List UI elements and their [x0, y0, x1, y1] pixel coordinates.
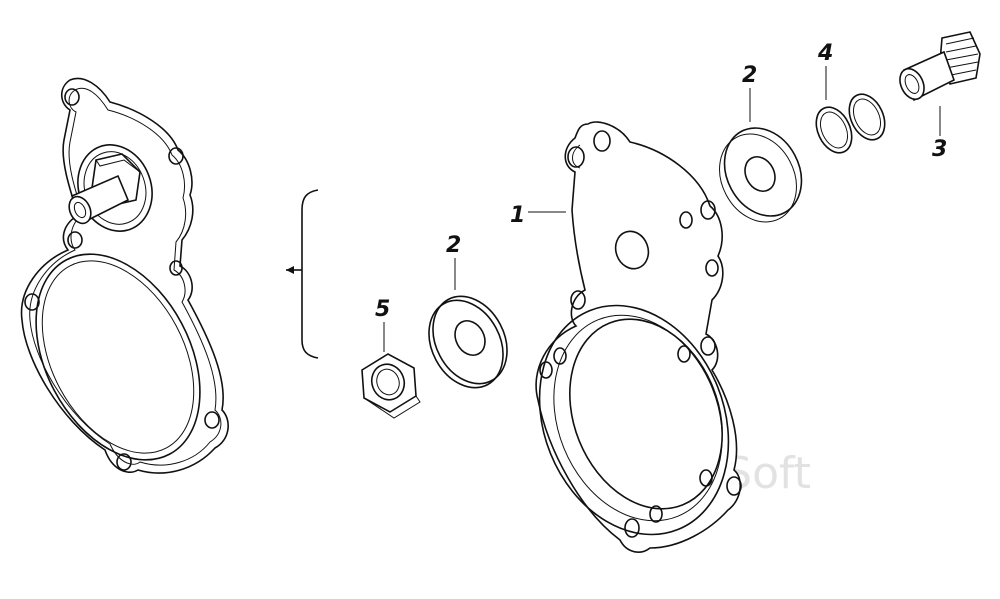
callout-2-lower: 2	[446, 233, 461, 290]
callout-2-upper: 2	[742, 63, 757, 122]
part-4-o-rings	[815, 93, 886, 154]
part-1-cover-gasket	[535, 121, 742, 553]
callout-4: 4	[817, 41, 833, 100]
callout-5: 5	[375, 297, 390, 352]
svg-text:5: 5	[375, 297, 390, 322]
svg-text:2: 2	[446, 233, 461, 258]
svg-text:4: 4	[817, 41, 833, 66]
part-2-washer-upper	[719, 127, 803, 223]
part-2-washer-lower	[428, 295, 508, 389]
svg-text:3: 3	[932, 137, 947, 162]
part-5-hex-nut	[361, 353, 421, 419]
svg-text:2: 2	[742, 63, 757, 88]
part-3-threaded-fitting	[899, 31, 981, 102]
assembled-cover-left	[20, 77, 229, 474]
callout-3: 3	[932, 106, 947, 162]
callout-1: 1	[510, 203, 566, 228]
bracket-arrow	[286, 189, 319, 359]
svg-text:1: 1	[510, 203, 525, 228]
